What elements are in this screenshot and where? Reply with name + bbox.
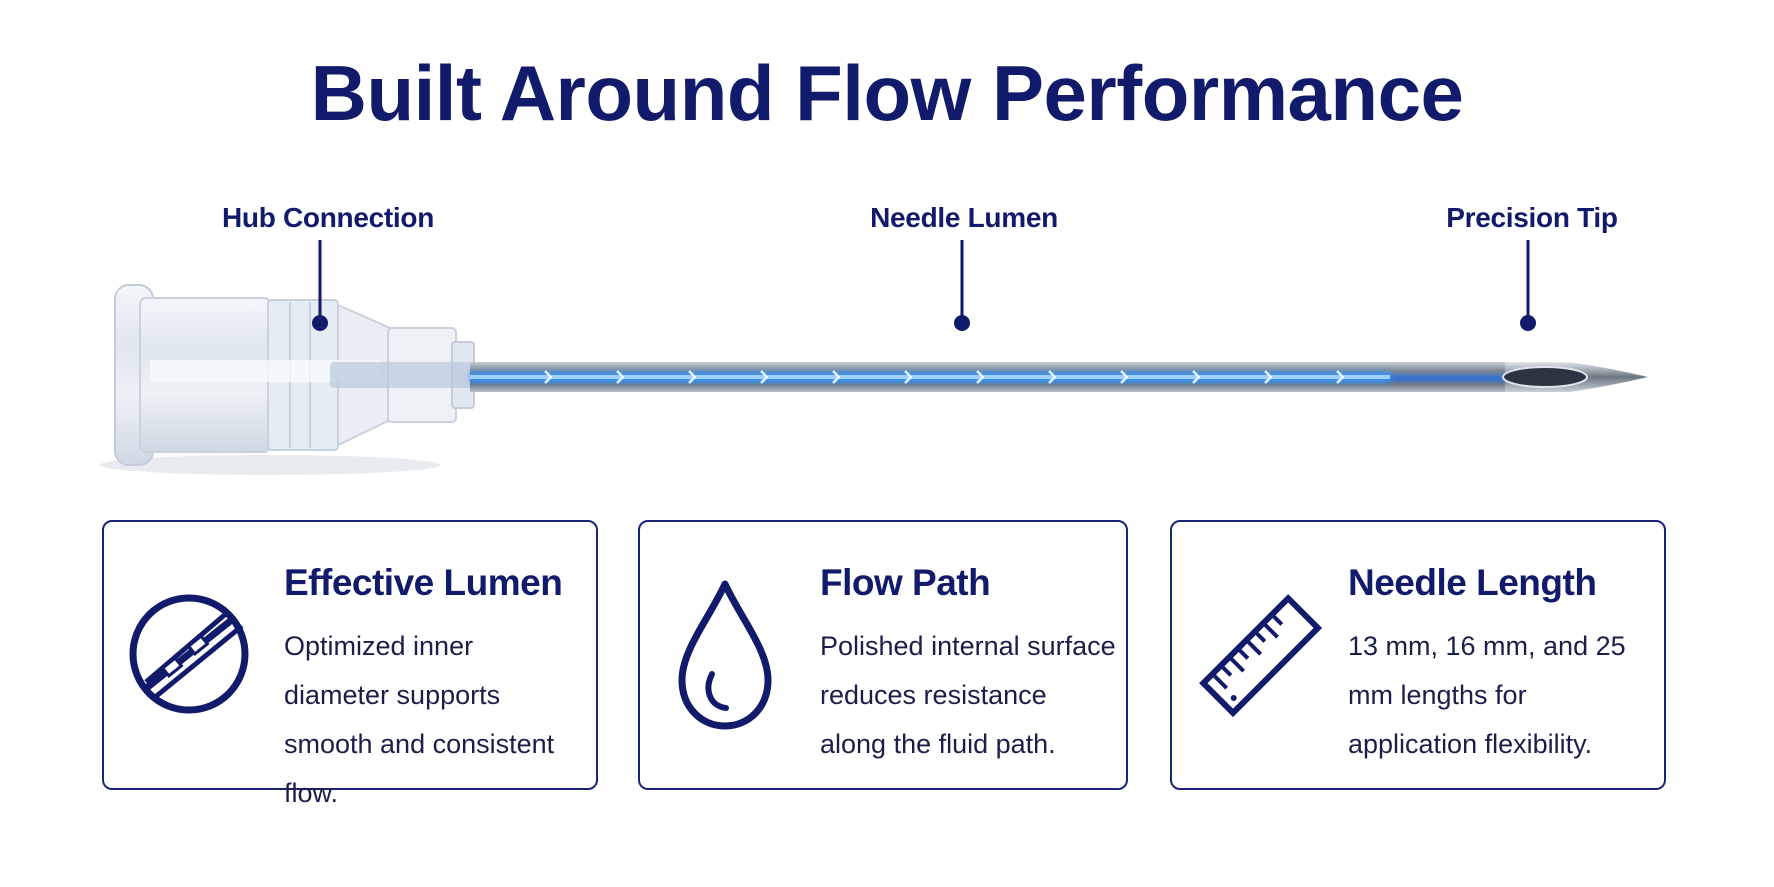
flow-arrow bbox=[544, 370, 553, 384]
flow-arrow bbox=[1048, 370, 1057, 384]
flow-arrow bbox=[1336, 370, 1345, 384]
lumen-cross-section-icon bbox=[129, 594, 249, 714]
effective-lumen-card: Effective Lumen Optimized inner diameter… bbox=[102, 520, 598, 808]
flow-arrow bbox=[1264, 370, 1273, 384]
effective-lumen-title: Effective Lumen bbox=[284, 562, 563, 603]
needle-length-title: Needle Length bbox=[1348, 562, 1597, 603]
needle-length-text: 13 mm, 16 mm, and 25 mm lengths for appl… bbox=[1348, 631, 1626, 759]
flow-arrow bbox=[832, 370, 841, 384]
hub bbox=[114, 284, 480, 466]
hub-callout-pointer bbox=[312, 240, 328, 331]
flow-arrows bbox=[544, 370, 1345, 384]
hub-shadow bbox=[100, 455, 440, 475]
lumen-callout-pointer bbox=[954, 240, 970, 331]
flow-path-card: Flow Path Polished internal surface redu… bbox=[638, 520, 1128, 790]
flow-arrow bbox=[1120, 370, 1129, 384]
ruler-icon bbox=[1199, 594, 1323, 718]
needle-length-card: Needle Length 13 mm, 16 mm, and 25 mm le… bbox=[1170, 520, 1666, 790]
droplet-icon bbox=[678, 580, 772, 730]
flow-path-title: Flow Path bbox=[820, 562, 991, 603]
precision-tip-label: Precision Tip bbox=[1446, 202, 1618, 233]
needle-lumen-label: Needle Lumen bbox=[870, 202, 1058, 233]
flow-arrow bbox=[904, 370, 913, 384]
flow-arrow bbox=[976, 370, 985, 384]
flow-arrow bbox=[760, 370, 769, 384]
page-title: Built Around Flow Performance bbox=[310, 49, 1464, 137]
flow-arrow bbox=[616, 370, 625, 384]
flow-arrow bbox=[1192, 370, 1201, 384]
flow-path-text: Polished internal surface reduces resist… bbox=[820, 631, 1116, 759]
flow-arrow bbox=[688, 370, 697, 384]
tip-callout-pointer bbox=[1520, 240, 1536, 331]
tip-bevel bbox=[1502, 366, 1588, 388]
needle-illustration bbox=[100, 240, 1648, 475]
hub-connection-label: Hub Connection bbox=[222, 202, 434, 233]
effective-lumen-text: Optimized inner diameter supports smooth… bbox=[284, 631, 555, 808]
flow-line bbox=[470, 375, 1390, 379]
